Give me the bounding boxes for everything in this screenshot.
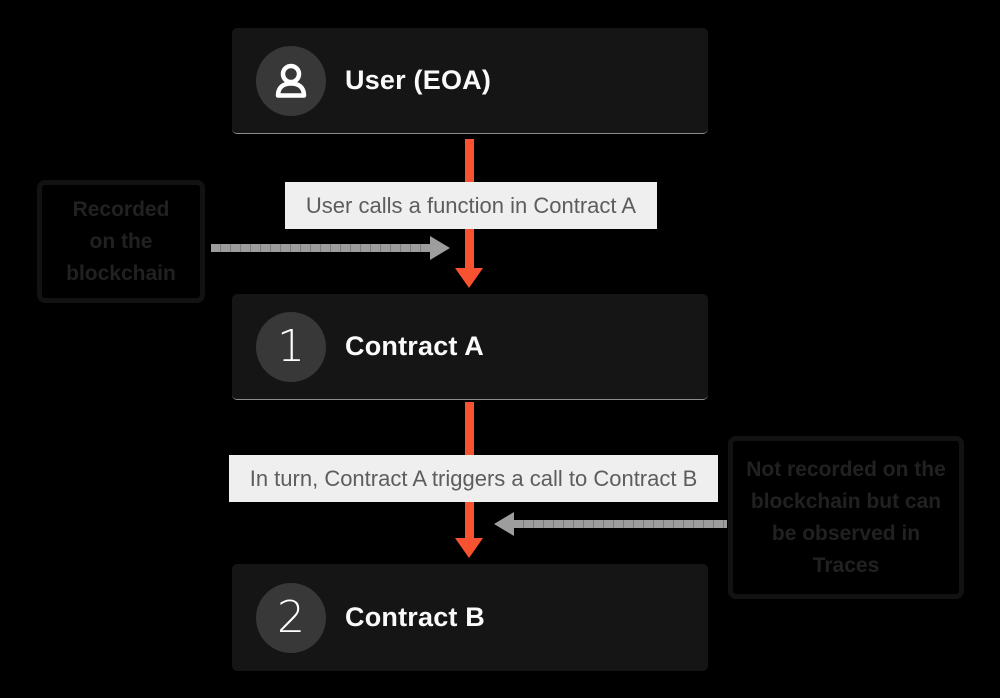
step-1-badge-circle: 1 <box>256 311 326 382</box>
step-number: 2 <box>277 591 305 643</box>
annotation-line: be observed in <box>771 521 921 545</box>
user-badge-circle <box>256 45 326 116</box>
annotation-line: on the <box>89 229 153 253</box>
annotation-line: Recorded <box>72 197 170 221</box>
step-number: 1 <box>277 320 305 372</box>
flow-label-call-1: User calls a function in Contract A <box>285 182 657 229</box>
node-contract-b: 2 Contract B <box>232 564 708 671</box>
flow-label-call-2: In turn, Contract A triggers a call to C… <box>229 455 718 502</box>
node-contract-a: 1 Contract A <box>232 294 708 400</box>
user-icon <box>272 62 310 100</box>
step-2-badge-circle: 2 <box>256 582 326 653</box>
node-title: Contract B <box>345 602 486 632</box>
annotation-recorded: Recorded on the blockchain <box>37 180 205 303</box>
annotation-not-recorded: Not recorded on the blockchain but can b… <box>728 436 964 599</box>
annotation-line: Not recorded on the <box>746 457 946 481</box>
gray-arrow-left-head-icon <box>494 512 514 536</box>
node-user-eoa: User (EOA) <box>232 28 708 134</box>
gray-arrow-right-shaft <box>211 244 431 252</box>
annotation-line: blockchain <box>66 261 176 285</box>
orange-arrow-2-head-icon <box>455 538 483 558</box>
annotation-line: blockchain but can <box>750 489 942 513</box>
annotation-line: Traces <box>812 553 880 577</box>
node-title: Contract A <box>345 331 485 361</box>
flow-label-text: In turn, Contract A triggers a call to C… <box>249 465 698 491</box>
flow-label-text: User calls a function in Contract A <box>305 192 637 218</box>
gray-arrow-right-head-icon <box>430 236 450 260</box>
node-title: User (EOA) <box>345 65 492 95</box>
orange-arrow-1-head-icon <box>455 268 483 288</box>
gray-arrow-left-shaft <box>514 520 727 528</box>
